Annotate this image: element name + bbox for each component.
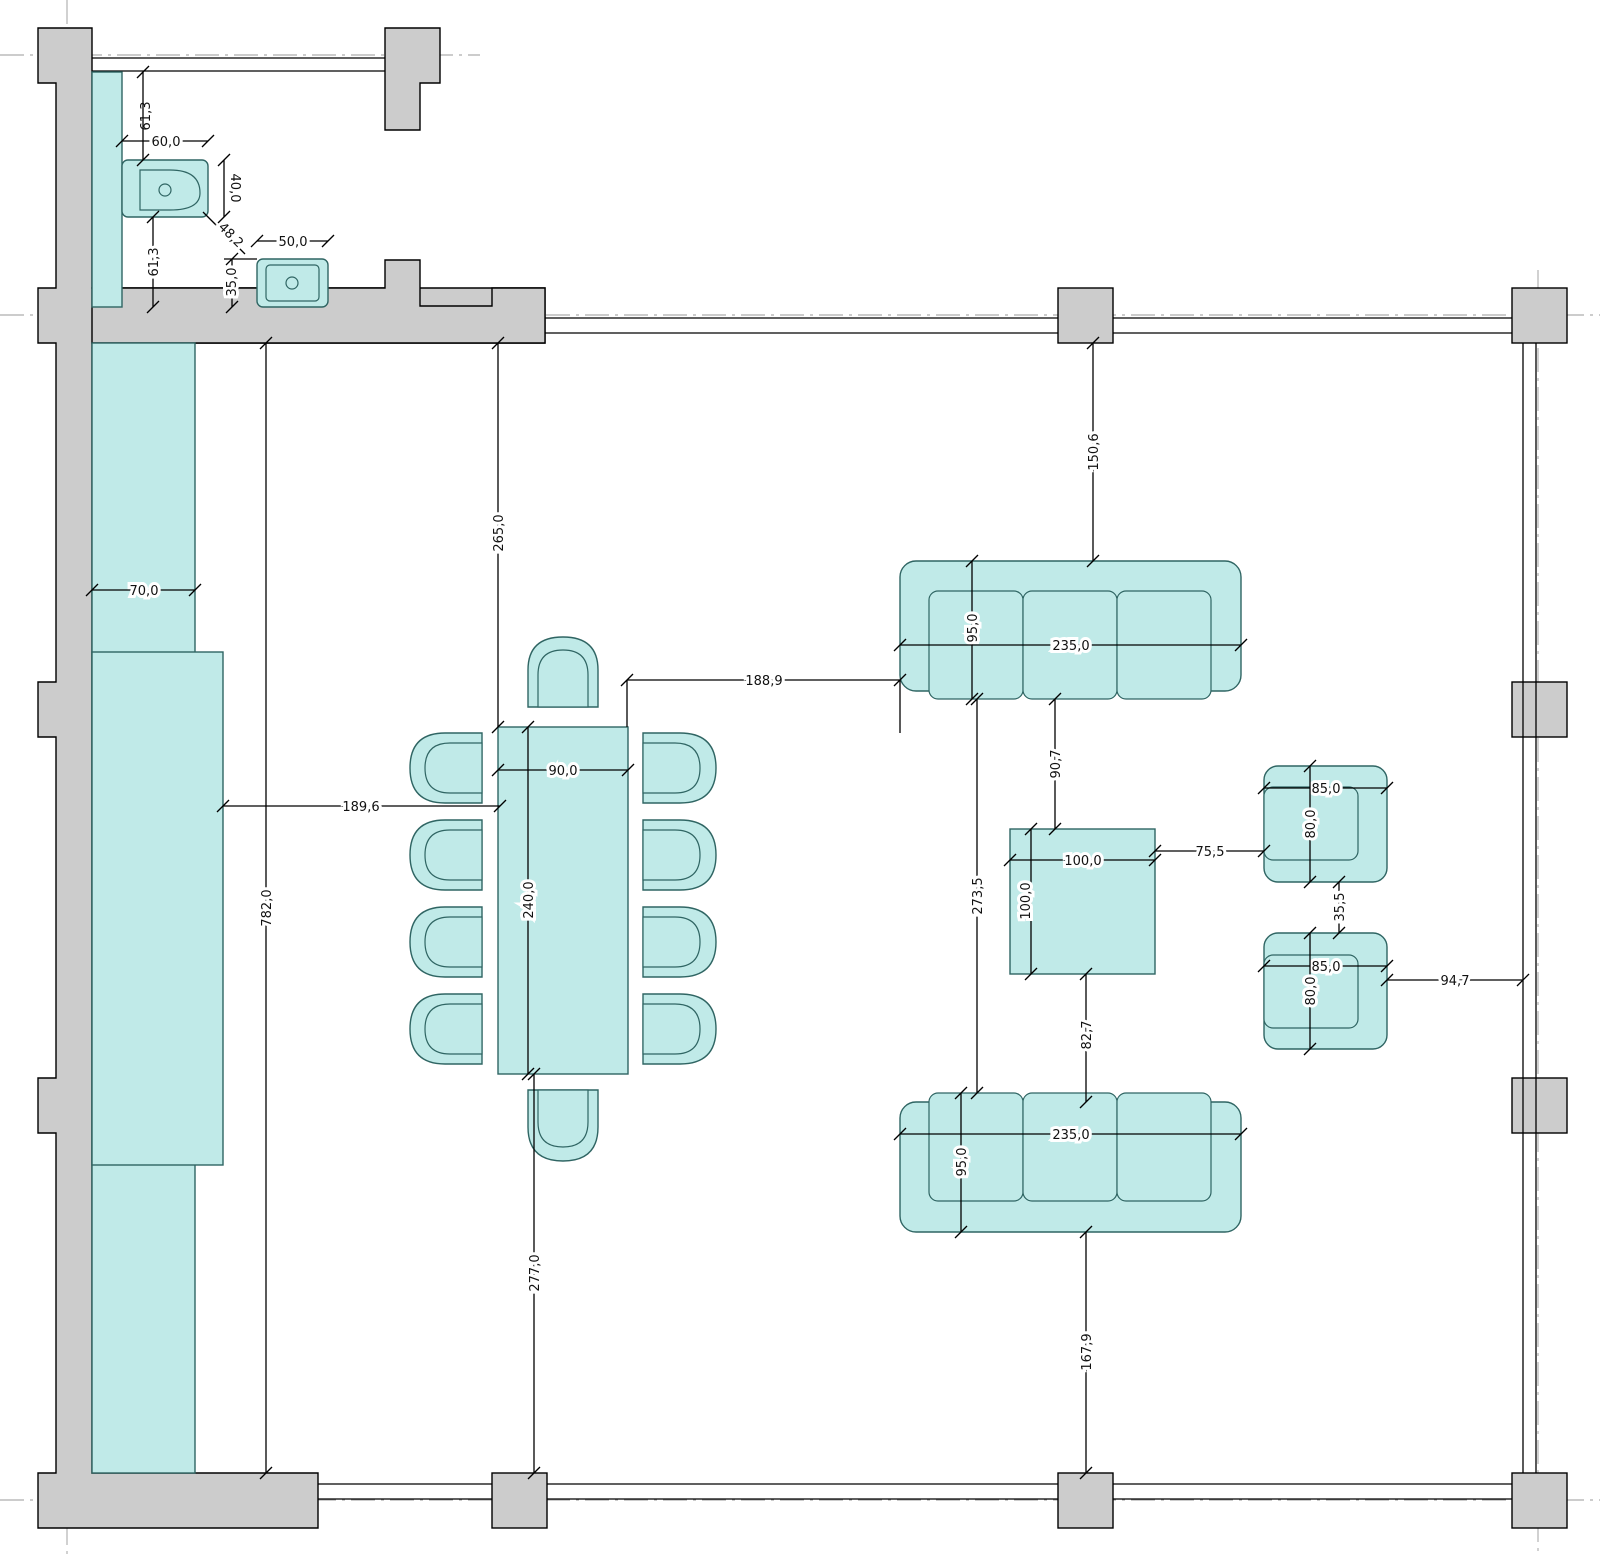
dim-arm-to-east: 94,7 [1441, 974, 1470, 989]
windows [92, 57, 1537, 1500]
dim-sink-width: 50,0 [279, 235, 308, 250]
dim-room-length: 782,0 [260, 889, 275, 926]
column-e-1 [1511, 681, 1568, 738]
dim-wc-width: 60,0 [152, 135, 181, 150]
dim-arm1-depth: 80,0 [1304, 810, 1319, 839]
chair-right-4 [642, 993, 717, 1065]
chair-right-2 [642, 819, 717, 891]
dim-arm2-depth: 80,0 [1304, 977, 1319, 1006]
dim-wc-bottom-clear: 61,3 [147, 248, 162, 277]
chair-left-1 [409, 732, 483, 804]
dim-coffee-width: 100,0 [1064, 854, 1101, 869]
toilet-icon [121, 159, 209, 218]
dining-chairs [409, 636, 717, 1162]
sink-icon [256, 258, 329, 308]
dim-hall-length: 265,0 [492, 514, 507, 551]
column-n-mid [1057, 287, 1114, 344]
dim-coffee-to-sofa2: 82,7 [1080, 1021, 1095, 1050]
dim-table-length: 240,0 [522, 881, 537, 918]
column-s-2 [1057, 1472, 1114, 1529]
chair-right-3 [642, 906, 717, 978]
chair-left-2 [409, 819, 483, 891]
dim-coffee-to-armchair: 75,5 [1196, 845, 1225, 860]
dim-wc-depth: 40,0 [227, 174, 242, 203]
bathroom-counter [91, 71, 123, 308]
dim-sofas-span: 273,5 [971, 877, 986, 914]
dim-sofa1-depth: 95,0 [966, 614, 981, 643]
sofa-north [899, 560, 1242, 700]
dim-wc-top-clear: 61,3 [139, 102, 154, 131]
chair-bottom [527, 1089, 599, 1162]
dim-sofa-to-coffee: 90,7 [1049, 750, 1064, 779]
dim-sofa2-width: 235,0 [1052, 1128, 1089, 1143]
sofa-south [899, 1092, 1242, 1233]
dim-sofa1-width: 235,0 [1052, 639, 1089, 654]
chair-left-4 [409, 993, 483, 1065]
dim-table-width: 90,0 [549, 764, 578, 779]
dim-coffee-depth: 100,0 [1019, 882, 1034, 919]
coffee-table [1009, 828, 1156, 975]
dim-sofa-to-north: 150,6 [1087, 433, 1102, 470]
armchair-north [1263, 765, 1388, 883]
dim-sink-depth: 35,0 [225, 268, 240, 297]
dim-table-to-sofa: 188,9 [745, 674, 782, 689]
dim-arm2-width: 85,0 [1312, 960, 1341, 975]
column-bathroom-ne [384, 27, 441, 131]
dim-sofa2-depth: 95,0 [955, 1148, 970, 1177]
chair-top [527, 636, 599, 708]
chair-left-3 [409, 906, 483, 978]
dim-sofa2-to-south: 167,9 [1080, 1333, 1095, 1370]
dim-kitchen-depth: 70,0 [130, 584, 159, 599]
armchair-south [1263, 932, 1388, 1050]
column-ne [1511, 287, 1568, 344]
chair-right-1 [642, 732, 717, 804]
column-e-2 [1511, 1077, 1568, 1134]
dimension-lines: 61,3 60,0 40,0 61,3 48,2 50,0 35,0 70,0 … [85, 65, 1530, 1480]
column-s-1 [491, 1472, 548, 1529]
dim-arm-gap: 35,5 [1333, 893, 1348, 922]
dim-arm1-width: 85,0 [1312, 782, 1341, 797]
furniture [91, 71, 1388, 1474]
column-se [1511, 1472, 1568, 1529]
kitchen-island [91, 651, 224, 1166]
dining-table [497, 726, 629, 1075]
dim-table-to-south: 277,0 [528, 1254, 543, 1291]
dim-wc-sink-gap: 48,2 [215, 220, 246, 251]
dim-island-to-table: 189,6 [342, 800, 379, 815]
